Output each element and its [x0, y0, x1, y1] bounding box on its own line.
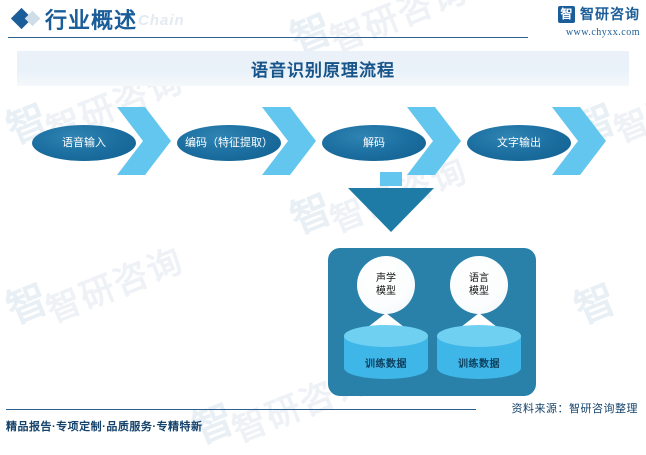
brand-url[interactable]: www.chyxx.com [565, 27, 640, 38]
training-data-cylinder-language[interactable]: 训练数据 [437, 325, 521, 379]
model-label-line1: 声学 [376, 273, 396, 284]
watermark-mark: 智 [568, 276, 623, 333]
training-data-label: 训练数据 [365, 359, 407, 370]
chart-title: 语音识别原理流程 [251, 61, 395, 81]
flow-diagram: 语音输入 编码（特征提取） 解码 文字输出 [0, 95, 646, 190]
flow-arrow-1 [117, 107, 171, 175]
brand-glyph-icon: 智 [558, 5, 575, 23]
flow-node-label: 解码 [363, 137, 385, 149]
watermark-text: 智研咨询 [41, 241, 190, 331]
watermark-mark: 智 [0, 276, 55, 333]
brand-name: 智研咨询 [580, 6, 640, 22]
model-bubble-language[interactable]: 语言 模型 [450, 256, 508, 314]
connector-icon [461, 313, 497, 327]
model-column-language: 语言 模型 训练数据 [431, 248, 527, 396]
chart-title-banner: 语音识别原理流程 [17, 51, 629, 86]
flow-arrow-3 [407, 107, 461, 175]
down-arrow-icon [348, 172, 434, 232]
model-label-line2: 模型 [376, 286, 396, 297]
model-panel: 声学 模型 训练数据 语言 模型 [328, 248, 536, 396]
source-note: 资料来源：智研咨询整理 [511, 403, 638, 415]
header-divider [8, 37, 528, 38]
footer-slogan: 精品报告·专项定制·品质服务·专精特新 [6, 421, 203, 433]
cylinder-shape-icon [437, 325, 521, 379]
model-label-line1: 语言 [469, 273, 489, 284]
flow-node-decoding[interactable]: 解码 [322, 125, 426, 161]
flow-node-text-output[interactable]: 文字输出 [467, 125, 571, 161]
model-label-line2: 模型 [469, 286, 489, 297]
model-bubble-acoustic[interactable]: 声学 模型 [357, 256, 415, 314]
flow-node-encoding[interactable]: 编码（特征提取） [177, 125, 281, 161]
page-title: 行业概述 [45, 8, 138, 34]
flow-node-label: 编码（特征提取） [185, 137, 273, 149]
page-header: 行业概述 Chain 智 智研咨询 www.chyxx.com [0, 0, 646, 44]
cylinder-shape-icon [344, 325, 428, 379]
brand-logo[interactable]: 智 智研咨询 www.chyxx.com [558, 4, 640, 38]
flow-arrow-2 [262, 107, 316, 175]
flow-node-label: 文字输出 [497, 137, 541, 149]
page-subtitle: Chain [138, 12, 185, 29]
connector-icon [368, 313, 404, 327]
flow-arrow-4 [552, 107, 606, 175]
training-data-cylinder-acoustic[interactable]: 训练数据 [344, 325, 428, 379]
model-column-acoustic: 声学 模型 训练数据 [338, 248, 434, 396]
flow-node-label: 语音输入 [62, 137, 106, 149]
footer-divider [6, 409, 476, 410]
flow-node-speech-input[interactable]: 语音输入 [32, 125, 136, 161]
training-data-label: 训练数据 [458, 359, 500, 370]
